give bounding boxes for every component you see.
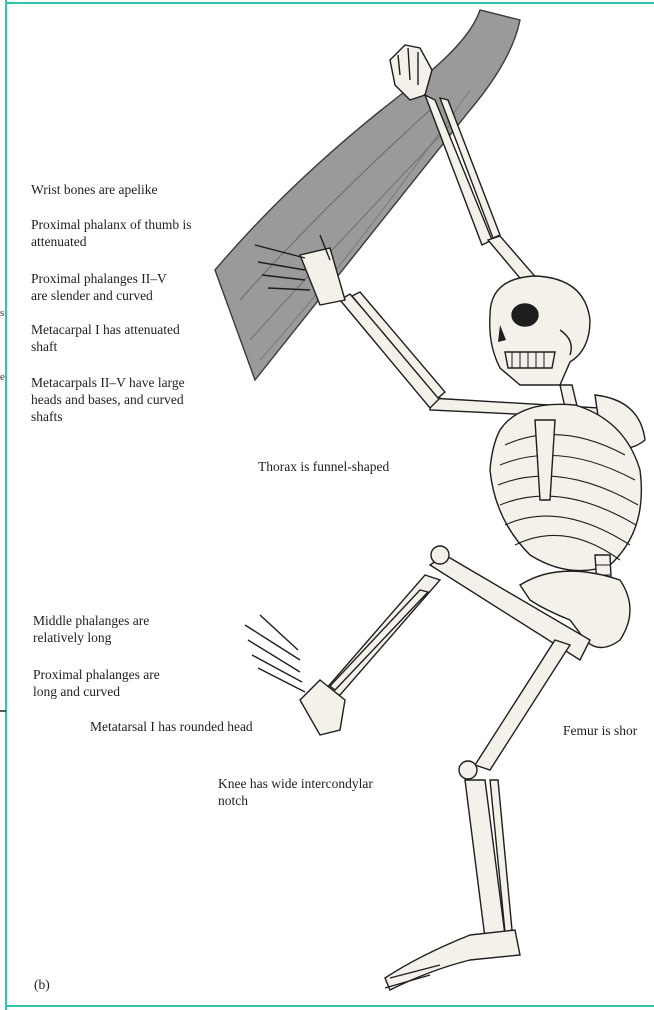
label-middle-phalanges: Middle phalanges are relatively long [33, 612, 149, 646]
label-proximal-phalanges-foot: Proximal phalanges are long and curved [33, 666, 160, 700]
label-line: Proximal phalanges II–V [31, 270, 167, 287]
label-line: Proximal phalanx of thumb is [31, 216, 191, 233]
label-line: heads and bases, and curved [31, 391, 185, 408]
eye-socket [512, 304, 538, 326]
label-metatarsal: Metatarsal I has rounded head [90, 718, 253, 735]
margin-glyph: e [0, 371, 5, 383]
label-line: are slender and curved [31, 287, 167, 304]
lower-humerus [340, 294, 440, 408]
standing-foot [385, 930, 520, 990]
label-metacarpal-1: Metacarpal I has attenuated shaft [31, 321, 180, 355]
label-thumb-phalanx: Proximal phalanx of thumb is attenuated [31, 216, 191, 250]
standing-femur [475, 640, 570, 770]
upper-hand [390, 45, 432, 100]
label-line: shaft [31, 338, 180, 355]
label-line: Middle phalanges are [33, 612, 149, 629]
label-line: relatively long [33, 629, 149, 646]
label-proximal-phalanges-hand: Proximal phalanges II–V are slender and … [31, 270, 167, 304]
label-line: shafts [31, 408, 185, 425]
label-line: Metacarpal I has attenuated [31, 321, 180, 338]
label-wrist: Wrist bones are apelike [31, 181, 158, 198]
label-metacarpals-2-5: Metacarpals II–V have large heads and ba… [31, 374, 185, 425]
label-line: Proximal phalanges are [33, 666, 160, 683]
label-line: Metacarpals II–V have large [31, 374, 185, 391]
label-line: Knee has wide intercondylar [218, 775, 373, 792]
panel-label: (b) [34, 976, 50, 993]
label-thorax: Thorax is funnel-shaped [258, 458, 389, 475]
margin-glyph: s [0, 307, 4, 319]
label-line: long and curved [33, 683, 160, 700]
label-knee: Knee has wide intercondylar notch [218, 775, 373, 809]
label-line: attenuated [31, 233, 191, 250]
label-femur: Femur is shor [563, 722, 637, 739]
label-line: notch [218, 792, 373, 809]
